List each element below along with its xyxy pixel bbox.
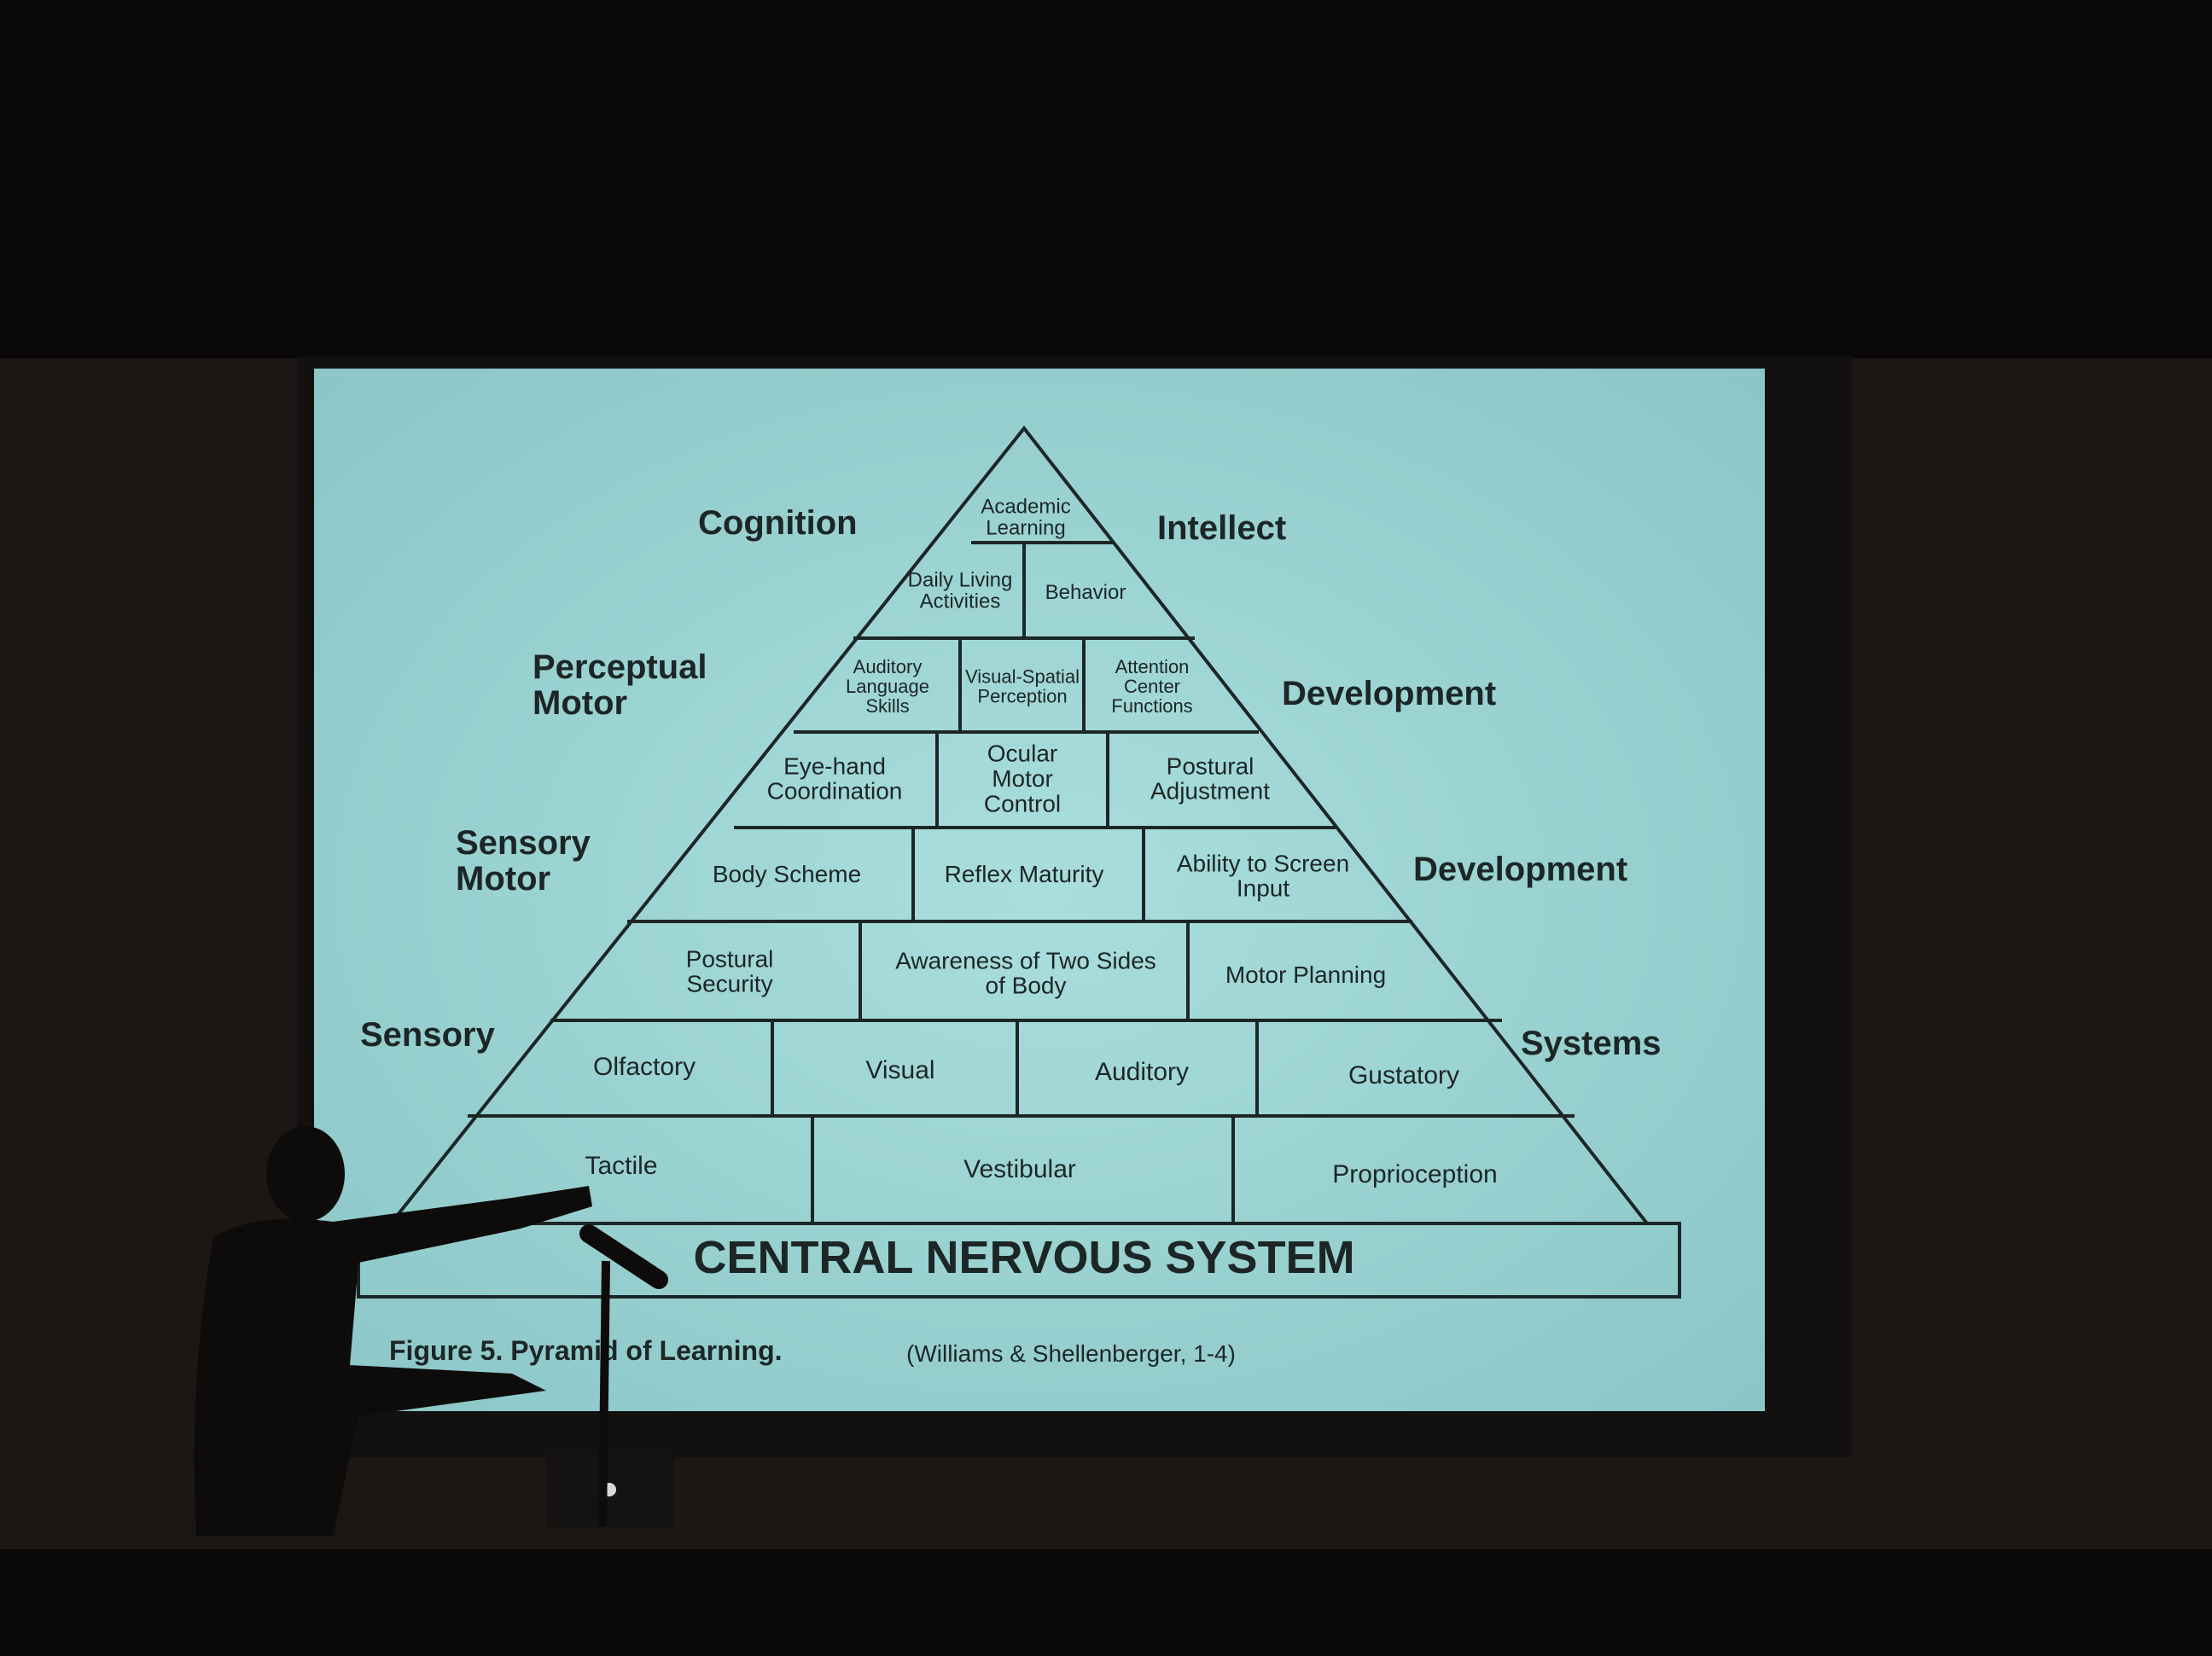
cell-tactile: Tactile <box>585 1152 657 1180</box>
microphone-icon <box>579 1224 668 1289</box>
cell-proprioception: Proprioception <box>1332 1160 1497 1188</box>
cell-vestibular: Vestibular <box>963 1155 1076 1183</box>
label-development-lower: Development <box>1413 851 1627 888</box>
figure-caption: Figure 5. Pyramid of Learning. (Williams… <box>389 1335 1236 1367</box>
cell-visual: Visual <box>865 1056 934 1084</box>
cell-reflex-maturity: Reflex Maturity <box>945 861 1104 887</box>
microphone-stand <box>598 1260 610 1528</box>
cell-motor-planning: Motor Planning <box>1225 962 1386 988</box>
cell-gustatory: Gustatory <box>1348 1061 1459 1089</box>
stage-front <box>0 1549 2212 1652</box>
presenter-body <box>194 1186 592 1536</box>
label-development-upper: Development <box>1282 675 1496 712</box>
base-label: CENTRAL NERVOUS SYSTEM <box>693 1232 1354 1283</box>
label-sensory: Sensory <box>360 1016 496 1054</box>
cell-auditory: Auditory <box>1095 1058 1189 1086</box>
presenter-head <box>266 1126 345 1222</box>
label-cognition: Cognition <box>698 504 858 542</box>
cell-body-scheme: Body Scheme <box>713 861 861 887</box>
caption-citation: (Williams & Shellenberger, 1-4) <box>906 1340 1236 1367</box>
cell-behavior: Behavior <box>1045 581 1126 604</box>
label-systems: Systems <box>1521 1025 1662 1062</box>
learning-pyramid <box>357 425 1681 1299</box>
presenter-silhouette <box>194 1126 592 1536</box>
caption-figure: Figure 5. Pyramid of Learning. <box>389 1335 783 1366</box>
label-intellect: Intellect <box>1157 509 1286 547</box>
cell-olfactory: Olfactory <box>593 1053 696 1081</box>
